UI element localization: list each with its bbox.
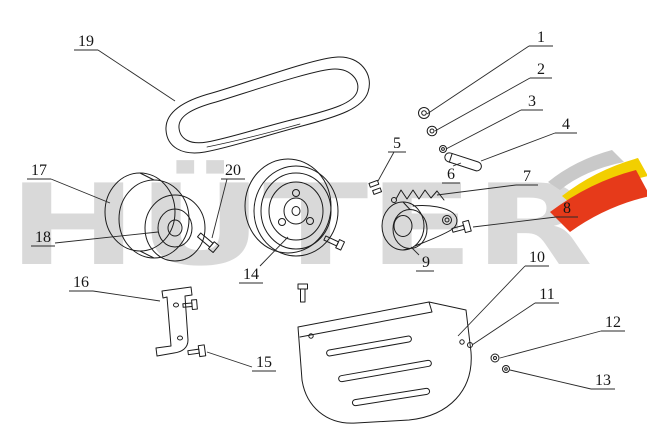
bracket-bolt	[187, 344, 207, 358]
callout-leader	[471, 302, 536, 346]
callout-14-label: 14	[243, 266, 259, 283]
callout-17: 17	[27, 162, 111, 204]
callout-leader	[436, 184, 517, 196]
callout-leader	[445, 109, 522, 150]
double-pulley	[104, 172, 206, 262]
callout-leader	[434, 77, 531, 132]
callout-leader	[206, 351, 253, 368]
callout-8: 8	[472, 200, 578, 228]
v-belt	[165, 56, 370, 154]
callout-leader	[472, 216, 557, 228]
callout-11: 11	[471, 286, 559, 346]
callout-5: 5	[377, 135, 406, 182]
callout-8-label: 8	[563, 200, 571, 217]
callout-5-label: 5	[393, 135, 401, 152]
washer-small	[426, 125, 438, 137]
callout-20-label: 20	[225, 162, 241, 179]
callout-leader	[457, 265, 526, 337]
callout-leader	[410, 246, 420, 256]
callout-leader	[54, 231, 159, 244]
callout-19: 19	[74, 33, 176, 102]
callout-3: 3	[445, 93, 543, 150]
callouts: 1 2 3 4 5 6 7	[27, 29, 625, 390]
callout-13-label: 13	[595, 372, 611, 389]
callout-4-label: 4	[562, 116, 570, 133]
callout-leader	[211, 178, 228, 239]
callout-leader	[509, 369, 592, 390]
callout-7: 7	[436, 168, 538, 196]
callout-2: 2	[434, 61, 552, 132]
belt-guard-cover	[297, 301, 472, 424]
callout-11-label: 11	[539, 286, 554, 303]
callout-1: 1	[426, 29, 553, 115]
callout-leader	[426, 45, 530, 115]
callout-3-label: 3	[528, 93, 536, 110]
washer-large	[418, 107, 430, 119]
callout-18: 18	[31, 229, 159, 247]
callout-10: 10	[457, 249, 549, 337]
callout-15-label: 15	[256, 354, 272, 371]
callout-7-label: 7	[523, 168, 531, 185]
pulley-bolt	[197, 232, 220, 253]
watermark-group: HÜTER	[8, 150, 647, 291]
mounting-bracket	[155, 286, 193, 357]
guard-screw-upper	[490, 353, 500, 363]
callout-2-label: 2	[537, 61, 545, 78]
brand-logo	[548, 150, 647, 232]
callout-leader	[499, 330, 602, 359]
callout-leader	[377, 151, 395, 182]
arm-bolt	[451, 219, 472, 234]
guard-screw-lower	[502, 365, 510, 373]
callout-leader	[480, 132, 556, 162]
callout-6: 6	[442, 162, 462, 184]
callout-4: 4	[480, 116, 577, 162]
callout-16: 16	[69, 274, 161, 302]
fastener-stack	[368, 179, 383, 195]
callout-13: 13	[509, 369, 615, 390]
callout-1-label: 1	[537, 29, 545, 46]
callout-18-label: 18	[35, 229, 51, 246]
callout-15: 15	[206, 351, 276, 372]
callout-leader	[97, 49, 176, 102]
tensioner-assembly	[381, 201, 458, 251]
brand-logo-gray-stripe	[548, 150, 624, 190]
callout-9-label: 9	[422, 254, 430, 271]
tension-spring	[391, 189, 445, 203]
callout-10-label: 10	[529, 249, 545, 266]
bracket-top-bolt	[182, 299, 198, 310]
callout-leader	[50, 178, 111, 204]
diagram-linework	[104, 56, 510, 424]
callout-leader	[452, 162, 462, 167]
callout-9: 9	[410, 246, 434, 272]
callout-20: 20	[211, 162, 245, 239]
callout-leader	[259, 236, 289, 267]
pin-rod	[444, 152, 482, 172]
callout-14: 14	[239, 236, 289, 284]
callout-12: 12	[499, 314, 625, 359]
watermark-text: HÜTER	[8, 160, 593, 291]
callout-6-label: 6	[447, 166, 455, 183]
brand-logo-red-stripe	[550, 170, 647, 232]
callout-19-label: 19	[78, 33, 94, 50]
guard-top-bolt	[297, 283, 308, 303]
callout-17-label: 17	[31, 162, 47, 179]
callout-16-label: 16	[73, 274, 89, 291]
callout-12-label: 12	[605, 314, 621, 331]
pulley-side-bolt	[323, 235, 346, 251]
main-pulley	[244, 158, 339, 257]
callout-leader	[92, 290, 161, 302]
